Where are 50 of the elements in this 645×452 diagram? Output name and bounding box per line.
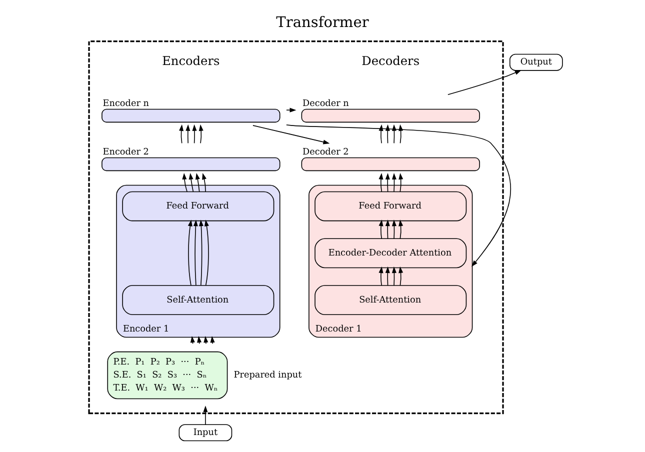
node-box: Self-Attention — [314, 284, 467, 315]
arrow — [392, 172, 396, 192]
arrow — [286, 107, 296, 112]
node-label: Decoder 2 — [302, 146, 349, 157]
arrow — [210, 336, 215, 344]
arrow — [378, 266, 384, 286]
arrow — [385, 219, 390, 238]
arrow — [252, 124, 330, 144]
arrow — [192, 124, 197, 144]
arrow — [188, 219, 192, 286]
arrow — [186, 124, 190, 144]
arrow — [378, 172, 384, 192]
node-label: Decoder n — [302, 98, 349, 108]
node-label: Encoder n — [102, 98, 150, 108]
node-box: Feed Forward — [314, 190, 467, 221]
arrow — [392, 124, 396, 144]
arrow — [204, 219, 209, 286]
arrow — [378, 219, 384, 238]
node-box: Encoder-Decoder Attention — [314, 238, 467, 268]
arrow — [398, 172, 404, 192]
arrow — [202, 172, 206, 192]
arrow — [198, 219, 204, 286]
arrow — [198, 124, 204, 144]
node-label: Encoder 2 — [102, 146, 149, 157]
arrow — [286, 124, 511, 266]
arrow — [385, 172, 390, 192]
arrow — [378, 124, 384, 144]
arrow — [203, 405, 208, 424]
arrow — [398, 124, 404, 144]
node-label: Prepared input — [234, 370, 302, 380]
diagram-title: Transformer — [276, 14, 369, 31]
node-box: Feed Forward — [122, 190, 274, 221]
arrow — [385, 124, 390, 144]
node-box: Self-Attention — [122, 284, 274, 315]
arrow — [448, 70, 522, 95]
label: Decoders — [362, 54, 420, 68]
arrow — [195, 172, 200, 192]
arrow — [398, 219, 404, 238]
arrow — [392, 266, 396, 286]
arrow — [193, 219, 198, 286]
node-box: Input — [178, 424, 232, 441]
arrow — [385, 266, 390, 286]
label: Encoders — [162, 54, 220, 68]
arrow — [398, 266, 404, 286]
node-box: Output — [509, 53, 563, 70]
arrow — [188, 172, 194, 192]
arrow — [392, 219, 396, 238]
arrow — [179, 124, 184, 144]
arrow — [182, 172, 188, 192]
arrow — [204, 336, 208, 344]
